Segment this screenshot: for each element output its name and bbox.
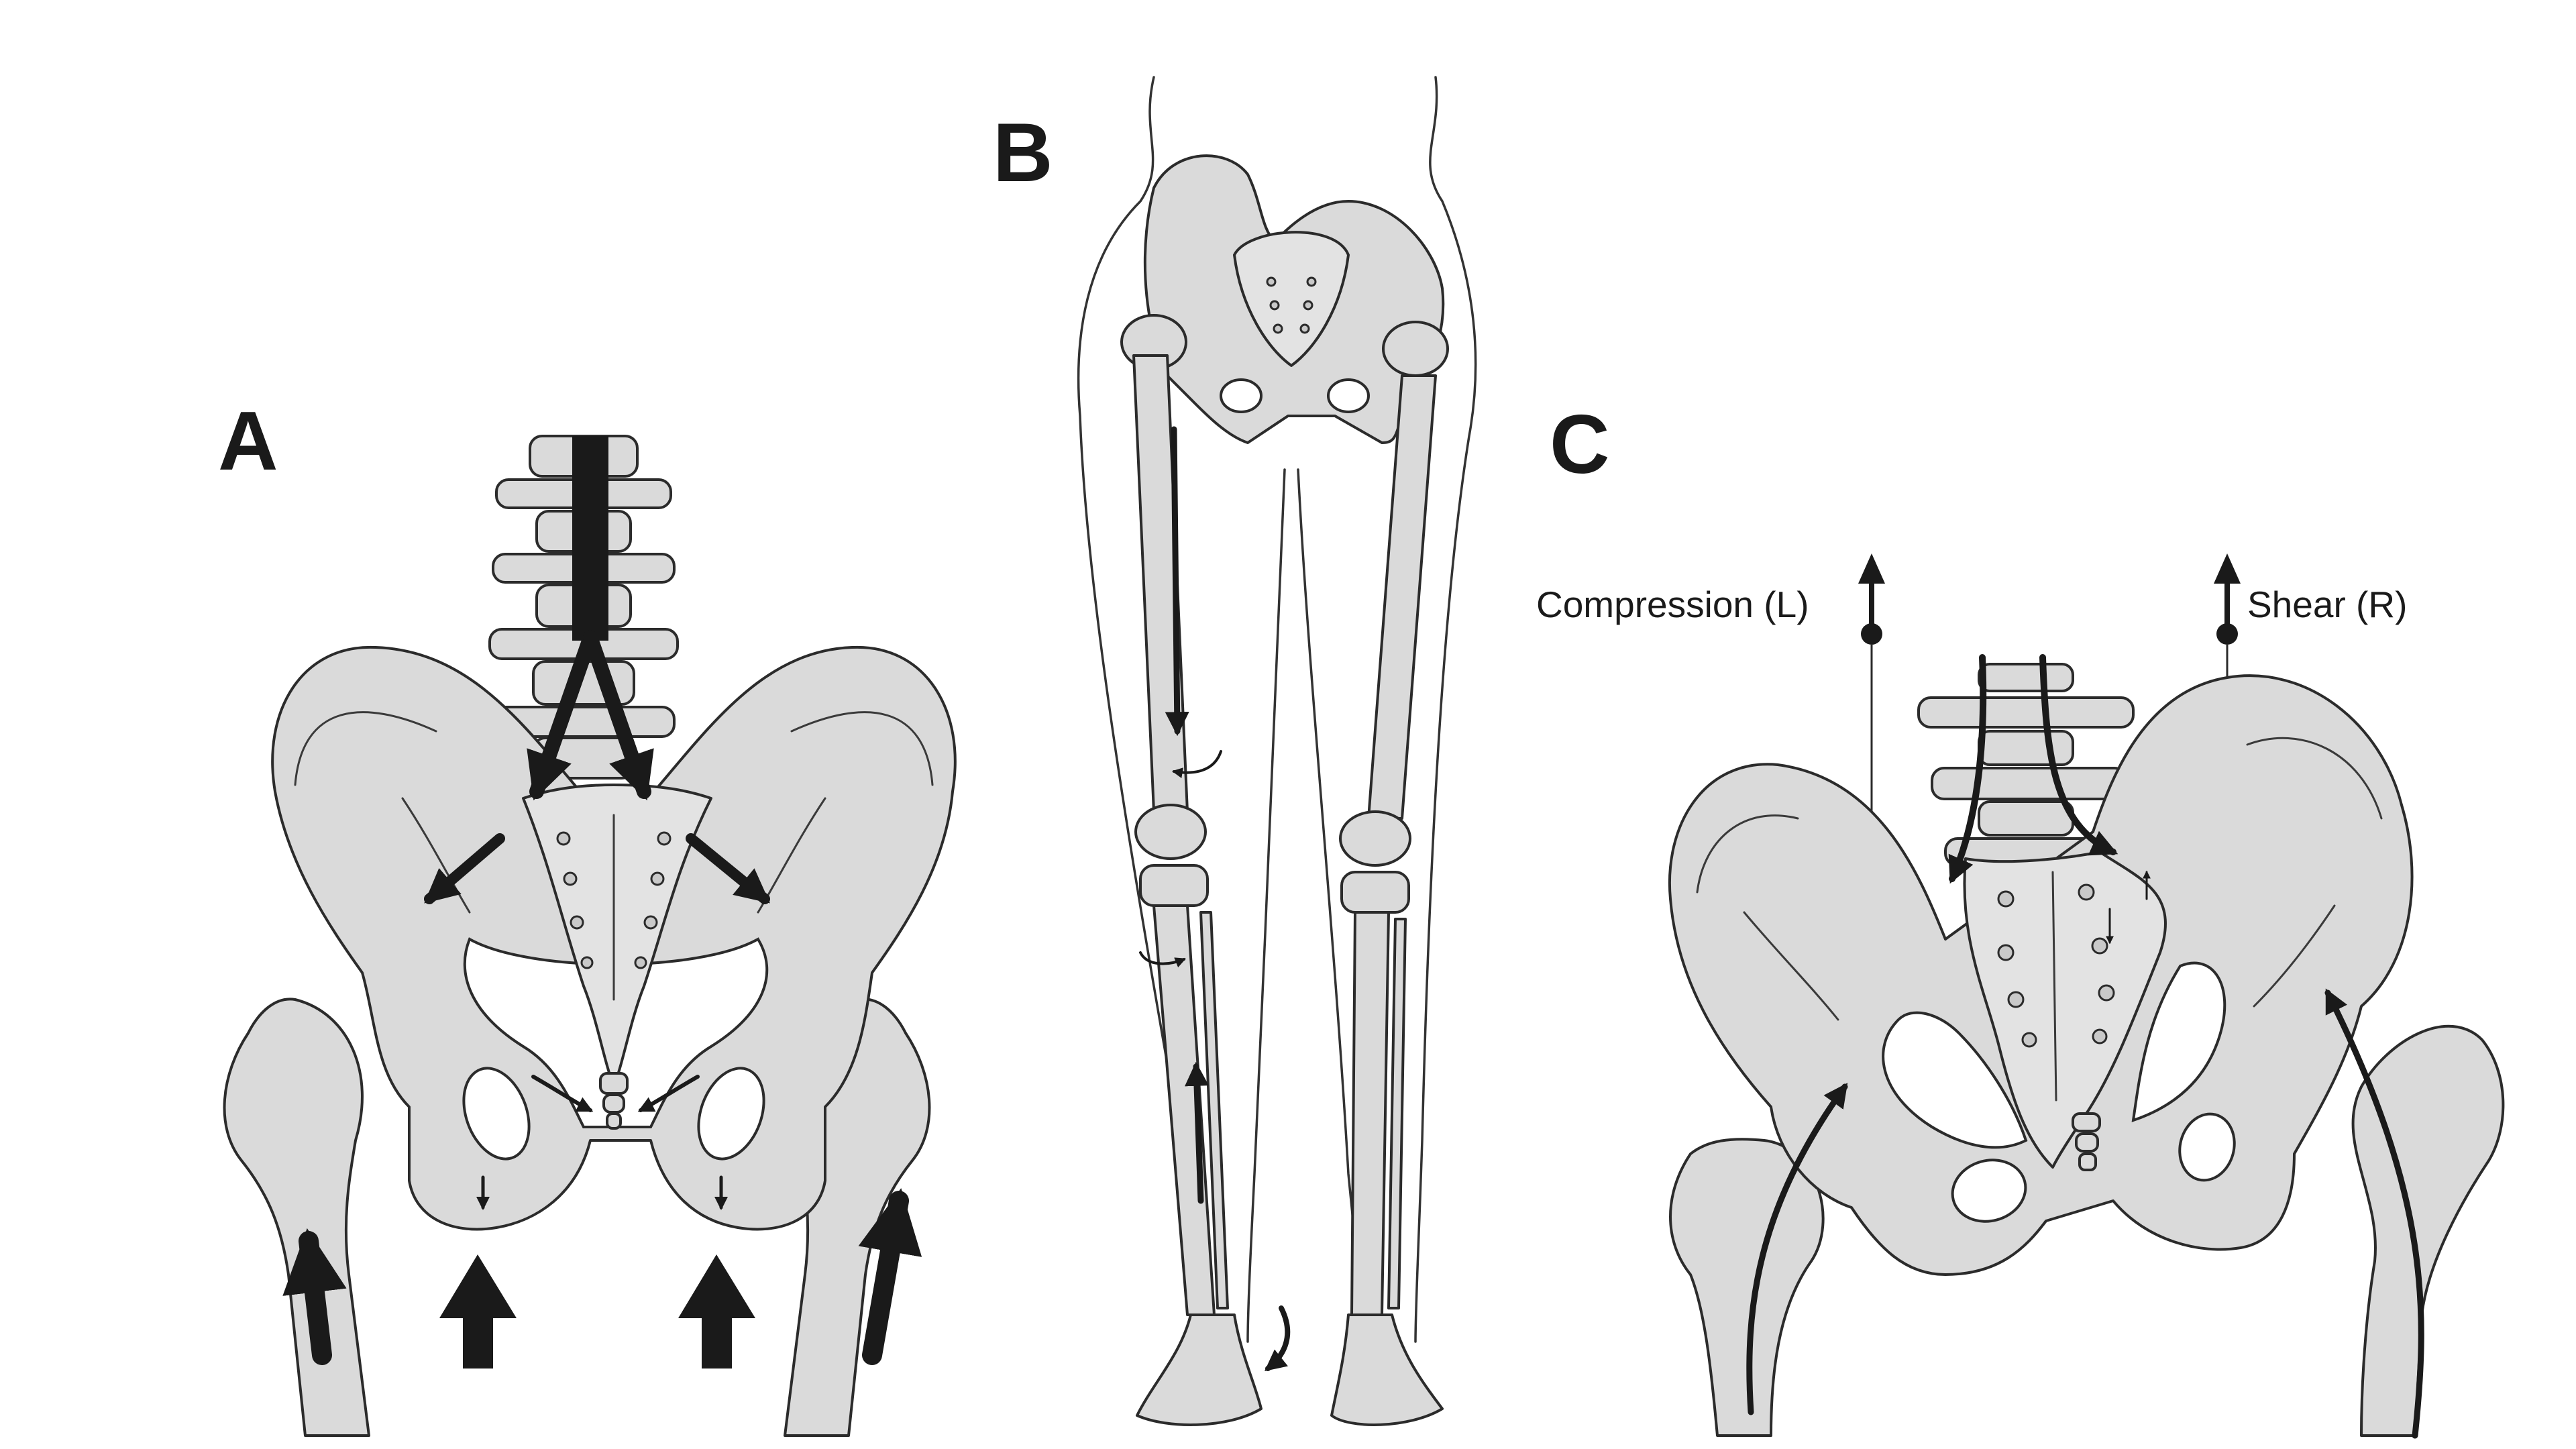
panel-c: C Compression (L) Shear (R) — [1536, 398, 2505, 1439]
panel-b-right-tibia — [1350, 911, 1390, 1316]
panel-b-left-femur — [1132, 354, 1189, 813]
panel-b-right-foot — [1330, 1313, 1444, 1426]
compression-label: Compression (L) — [1536, 584, 1809, 625]
panel-b: B — [993, 76, 1477, 1426]
panel-c-right-femur — [2351, 1024, 2505, 1437]
panel-a: A — [218, 395, 957, 1437]
panel-b-right-femur — [1367, 374, 1437, 820]
panel-c-letter: C — [1550, 398, 1610, 491]
panel-b-left-foot — [1136, 1313, 1263, 1426]
panel-b-force-arrows — [1139, 426, 1291, 1372]
panel-a-letter: A — [218, 395, 278, 488]
panel-c-force-arrows — [1746, 654, 2424, 1439]
panel-a-force-arrows — [282, 436, 922, 1368]
panel-c-left-femur — [1669, 1138, 1825, 1437]
panel-a-left-femur — [223, 998, 370, 1437]
shear-label: Shear (R) — [2247, 584, 2407, 625]
panel-b-letter: B — [993, 107, 1053, 199]
